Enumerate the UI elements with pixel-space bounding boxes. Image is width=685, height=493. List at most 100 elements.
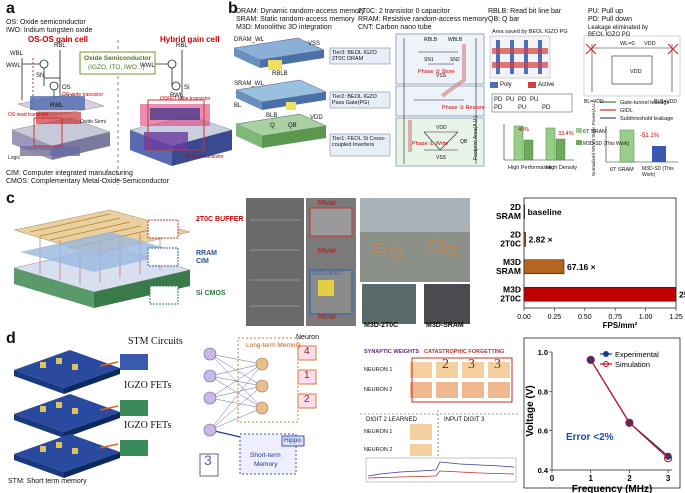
panel-c: c (0, 190, 685, 330)
stack-blb: BLB (266, 113, 278, 119)
cell-pd-2: PD (518, 97, 527, 103)
volt-y-axis-label: Voltage (V) (525, 385, 536, 436)
def-rram: RRAM: Resistive random-access memory (358, 16, 488, 23)
volt-legend-label: Experimental (615, 350, 659, 359)
lab-2t0c-buffer: 2T0C BUFFER (196, 216, 244, 223)
h-rbl: RBL (176, 43, 188, 49)
fps-data-label: baseline (528, 207, 562, 217)
panel-b-label: b (228, 0, 238, 17)
long-term-memory: Long-term Memory (246, 342, 301, 349)
def-2t0c: 2T0C: 2 transistor 0 capacitor (358, 8, 450, 15)
volt-x-tick-label: 1 (588, 474, 593, 483)
area-group-2: High Density (546, 165, 578, 171)
stack-dram-wl: DRAM_WL (234, 37, 265, 43)
fps-bar (523, 286, 677, 302)
legend-active: Active (538, 82, 555, 88)
fps-data-label: 2.82 × (529, 234, 553, 244)
leak-bl: BL=VDD (584, 99, 604, 105)
img-m3d-sram: M3D-SRAM (426, 322, 464, 329)
digit-row-1: 2 (442, 357, 449, 372)
cell-pd-3: PD (494, 105, 503, 111)
neuron-digit-2: 2 (304, 394, 310, 405)
area-leg-m3d: M3D-SD (This Work) (583, 141, 630, 147)
neuron-2-label-b: NEURON 2 (364, 447, 393, 453)
stack-qb: QB (288, 123, 297, 129)
def-iwo: IWO: Indium tungsten oxide (6, 27, 93, 34)
volt-annotation: Error <2% (566, 432, 614, 443)
volt-x-axis-label: Frequency (MHz) (572, 484, 653, 493)
volt-legend-marker (603, 351, 609, 357)
leak-blb: BLB=VDD (654, 99, 677, 105)
phase-store: Phase ② Store (418, 69, 455, 75)
lab-si-cmos: Si CMOS (196, 290, 226, 297)
c-rbl: RBL (54, 43, 66, 49)
def-rblb: RBLB: Read bit line bar (488, 8, 562, 15)
os-os-title: OS-OS gain cell (28, 35, 89, 44)
panel-d: d (0, 330, 685, 493)
circ-wblb: WBLB (448, 37, 463, 43)
neuron-2-label: NEURON 2 (364, 387, 393, 393)
tier3-label: Tier3: BEOL IGZO 2T0C DRAM (332, 50, 377, 62)
area-pct-1: 40% (518, 127, 530, 133)
panel-d-label: d (6, 330, 16, 347)
phase-restore: Phase ③ Restore (442, 105, 485, 111)
fps-x-tick-label: 1.25 (669, 314, 683, 321)
img-igzo-nfet: IGZO-NFET (312, 271, 342, 277)
volt-y-tick-label: 0.8 (538, 387, 548, 396)
lab-si-read: Si read transistor (186, 154, 224, 160)
digit-row-2: 3 (468, 357, 475, 372)
stack-vss: VSS (308, 41, 321, 47)
img-m3d-2t0c: M3D-2T0C (364, 322, 399, 329)
oxide-sub: (IGZO, ITO, IWO...) (88, 64, 145, 71)
fps-x-tick-label: 0.00 (517, 314, 531, 321)
stack-vdd: VDD (310, 115, 323, 121)
volt-x-tick-label: 2 (627, 474, 632, 483)
lab-os-write: OS write transistor (62, 92, 104, 98)
volt-y-tick-label: 1.0 (538, 348, 548, 357)
def-cmos: CMOS: Complementary Metal-Oxide-Semicond… (6, 178, 169, 185)
volt-data-point (625, 418, 634, 427)
fps-bar (523, 204, 525, 220)
volt-x-tick-label: 3 (666, 474, 671, 483)
power-ylabel: Normalized SRAM Static Power(A.U.) (591, 100, 596, 176)
lab-stm: STM Circuits (128, 336, 183, 347)
c-os: OS (62, 85, 71, 91)
stack-q: Q (270, 123, 275, 129)
fps-x-tick-label: 0.50 (578, 314, 592, 321)
volt-legend-marker (603, 361, 609, 367)
volt-x-tick-label: 0 (550, 474, 555, 483)
area-pct-2: 33.4% (558, 131, 574, 137)
area-group-1: High Performance (508, 165, 553, 171)
def-m3d: M3D: Monolithic 3D integration (236, 24, 332, 31)
circ-vdd: VDD (436, 125, 447, 131)
volt-series-line (590, 359, 669, 459)
weights-title: SYNAPTIC WEIGHTS (364, 349, 420, 355)
power-cat-2: M3D-SD (This Work) (642, 166, 674, 178)
lab-osfet-write: OSFET write transistor (160, 96, 211, 102)
fps-bar (523, 231, 526, 247)
img-rram-2: RRAM (318, 249, 336, 255)
h-rwl: RWL (170, 93, 184, 99)
lab-logic: Logic (8, 155, 20, 161)
circ-vss2: VSS (436, 155, 447, 161)
def-qb: QB: Q bar (488, 16, 520, 23)
circ-rblb: RBLB (424, 37, 438, 43)
phase-write: Phase ① Write (412, 141, 449, 147)
lab-igzo-1: IGZO FETs (124, 380, 172, 391)
stack-rblb: RBLB (272, 71, 288, 77)
area-leg-6t: 6T SRAM (583, 129, 607, 135)
img-rram-3: RRAM (318, 315, 336, 321)
fps-x-axis-label: FPS/mm² (603, 321, 638, 330)
def-os: OS: Oxide semiconductor (6, 19, 86, 26)
lab-rram-cim: RRAM CIM (196, 250, 217, 265)
hippo-label: Hippo (284, 437, 301, 444)
circ-vss: VSS (436, 73, 447, 79)
leak-title-2: BEOL IGZO PG (588, 32, 631, 38)
legend-poly: Poly (500, 82, 512, 88)
def-cim: CIM: Computer integrated manufacturing (6, 170, 133, 177)
